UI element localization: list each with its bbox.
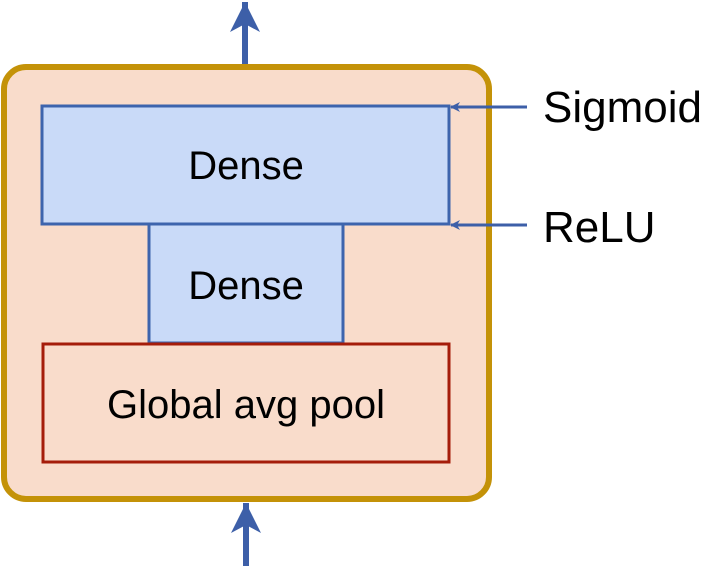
global-pool-box <box>41 342 451 464</box>
dense-middle-label: Dense <box>188 264 304 308</box>
dense-top-box <box>40 104 451 226</box>
dense-top-label: Dense <box>188 144 304 188</box>
relu-label: ReLU <box>543 203 656 252</box>
global-pool-label: Global avg pool <box>107 383 385 427</box>
sigmoid-label: Sigmoid <box>543 83 702 132</box>
